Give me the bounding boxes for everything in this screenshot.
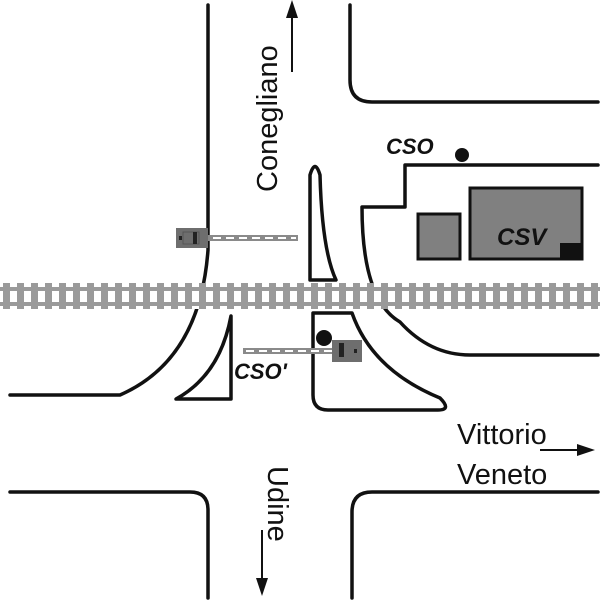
railway-tie xyxy=(577,283,584,309)
railway-rail xyxy=(0,302,600,306)
railway-tie xyxy=(157,283,164,309)
railway-tie xyxy=(535,283,542,309)
railway-tie xyxy=(325,283,332,309)
railway-tie xyxy=(395,283,402,309)
railway-tie xyxy=(213,283,220,309)
railway-tie xyxy=(269,283,276,309)
csv-equipment-block xyxy=(560,243,582,259)
railway-tie xyxy=(129,283,136,309)
railway-tie xyxy=(3,283,10,309)
railway-tie xyxy=(101,283,108,309)
railway-tie xyxy=(353,283,360,309)
railway-tie xyxy=(339,283,346,309)
cso-prime-sensor-dot xyxy=(316,330,332,346)
traffic-island-south xyxy=(311,311,448,412)
railway-tie xyxy=(45,283,52,309)
arrow-north-icon xyxy=(286,0,298,72)
railway-tie xyxy=(591,283,598,309)
railway-tie xyxy=(563,283,570,309)
cso-label: CSO xyxy=(386,134,434,159)
railway-tie xyxy=(59,283,66,309)
railway-tie xyxy=(73,283,80,309)
railway-tie xyxy=(437,283,444,309)
cso-sensor-dot xyxy=(455,148,469,162)
railway-tie xyxy=(17,283,24,309)
railway-tie xyxy=(493,283,500,309)
railway-tie xyxy=(115,283,122,309)
railway-tie xyxy=(227,283,234,309)
railway-tie xyxy=(87,283,94,309)
railway-tie xyxy=(241,283,248,309)
road-edge-southeast xyxy=(350,490,600,600)
railway-tie xyxy=(255,283,262,309)
road-edge-southwest xyxy=(8,490,210,600)
railway-tie xyxy=(143,283,150,309)
railway-tie xyxy=(31,283,38,309)
direction-vittorio-label: Vittorio xyxy=(457,419,547,451)
small-building xyxy=(416,212,462,261)
railway-tie xyxy=(423,283,430,309)
railway-tie xyxy=(549,283,556,309)
direction-veneto-label: Veneto xyxy=(457,459,547,491)
level-crossing-barrier-north xyxy=(176,228,298,248)
railway-tie xyxy=(297,283,304,309)
arrow-south-icon xyxy=(256,530,268,596)
cso-prime-label: CSO' xyxy=(234,359,288,384)
railway-tie xyxy=(451,283,458,309)
traffic-island-north xyxy=(308,164,338,282)
road-edge-station-area xyxy=(360,163,600,357)
railway-tie xyxy=(381,283,388,309)
railway-tie xyxy=(521,283,528,309)
railway-tie xyxy=(283,283,290,309)
railway-tie xyxy=(409,283,416,309)
railway-rail xyxy=(0,287,600,291)
railway-track xyxy=(0,283,600,309)
railway-tie xyxy=(465,283,472,309)
level-crossing-barrier-south xyxy=(243,340,362,362)
railway-tie xyxy=(367,283,374,309)
railway-tie xyxy=(199,283,206,309)
road-edge-northwest xyxy=(8,3,210,397)
railway-tie xyxy=(479,283,486,309)
traffic-island-west xyxy=(174,314,233,401)
arrow-east-icon xyxy=(540,444,595,456)
road-edge-northeast xyxy=(348,3,600,104)
railway-tie xyxy=(185,283,192,309)
direction-conegliano-label: Conegliano xyxy=(252,45,284,192)
railway-tie xyxy=(507,283,514,309)
railway-tie xyxy=(311,283,318,309)
csv-label: CSV xyxy=(497,224,548,251)
direction-udine-label: Udine xyxy=(261,466,293,542)
railway-tie xyxy=(171,283,178,309)
